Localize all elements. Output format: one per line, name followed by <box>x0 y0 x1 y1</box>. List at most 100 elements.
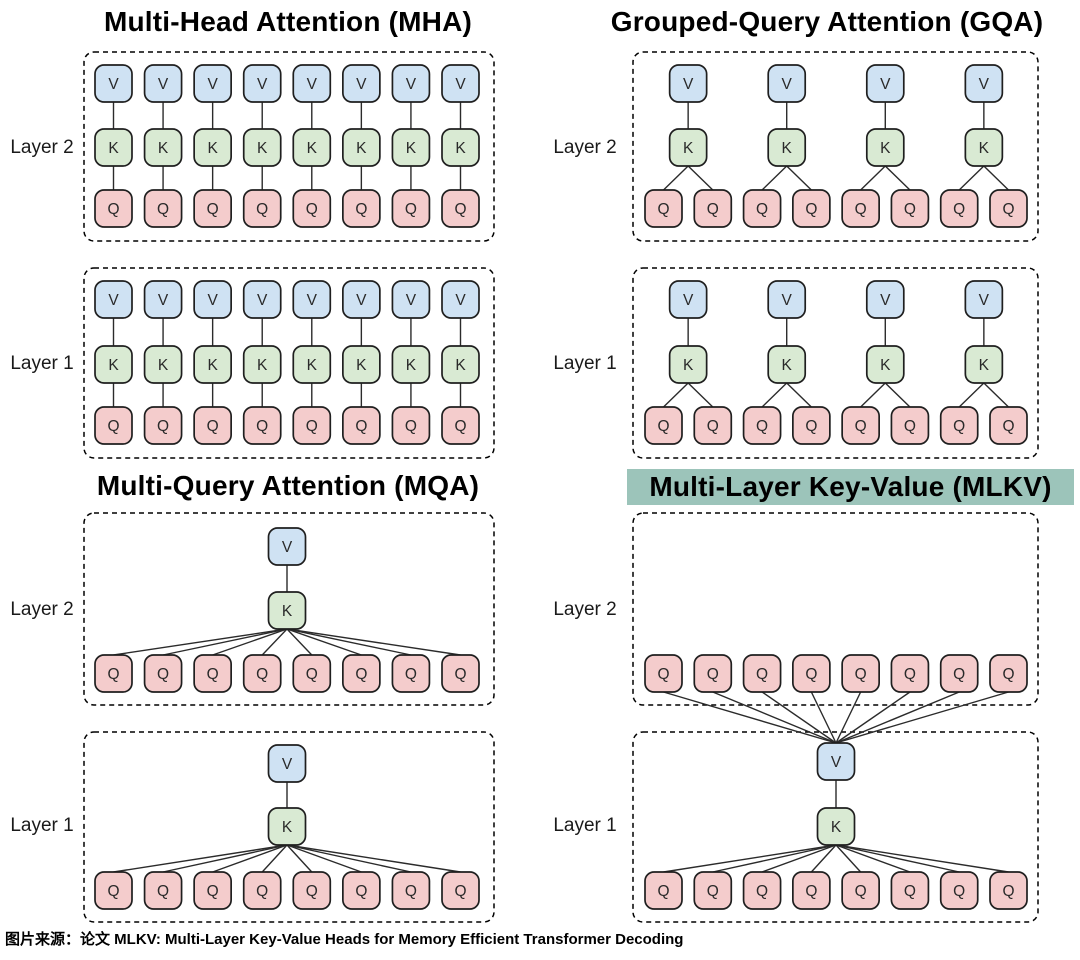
mha-layer2-box <box>83 51 495 242</box>
mha-q-node: Q <box>94 406 133 445</box>
mqa-q-node: Q <box>242 654 282 693</box>
mqa-k-node: K <box>267 591 307 630</box>
node-letter: V <box>979 292 990 309</box>
mqa-q-node: Q <box>292 871 332 910</box>
node-letter: Q <box>306 201 318 218</box>
gqa-q-node: Q <box>939 189 979 228</box>
node-letter: V <box>307 292 318 309</box>
node-letter: Q <box>405 418 417 435</box>
node-letter: V <box>455 292 466 309</box>
mqa-q-node: Q <box>143 654 183 693</box>
mlkv-layer1-label: Layer 1 <box>553 815 617 836</box>
mha-k-node: K <box>391 128 431 167</box>
mqa-q-node: Q <box>193 871 232 910</box>
gqa-kq-connector <box>884 165 911 191</box>
mha-k-node: K <box>193 345 232 384</box>
figure-source-caption: 图片来源：论文 MLKV: Multi-Layer Key-Value Head… <box>5 931 684 948</box>
node-letter: K <box>207 357 218 374</box>
mqa-kq-connector <box>162 628 288 656</box>
node-letter: K <box>880 357 891 374</box>
node-letter: V <box>282 539 293 556</box>
node-letter: Q <box>405 201 417 218</box>
mha-v-node: V <box>242 64 282 103</box>
mha-q-node: Q <box>94 189 133 228</box>
node-letter: V <box>257 292 268 309</box>
node-letter: V <box>356 292 367 309</box>
mlkv-v-node: V <box>816 742 856 781</box>
node-letter: K <box>782 357 793 374</box>
node-letter: V <box>207 76 218 93</box>
gqa-kq-connector <box>958 382 985 408</box>
mqa-q-node: Q <box>242 871 282 910</box>
mha-k-node: K <box>94 128 133 167</box>
mlkv-q-node: Q <box>890 654 930 693</box>
gqa-layer1-label: Layer 1 <box>553 353 617 374</box>
node-letter: Q <box>1002 418 1014 435</box>
node-letter: V <box>207 292 218 309</box>
node-letter: Q <box>355 418 367 435</box>
mha-q-node: Q <box>242 189 282 228</box>
node-letter: Q <box>107 201 119 218</box>
mlkv-kq-connector <box>835 844 911 873</box>
mqa-q-node: Q <box>94 654 133 693</box>
mlkv-kq-connector <box>835 844 1009 873</box>
node-letter: Q <box>657 418 669 435</box>
node-letter: Q <box>904 418 916 435</box>
node-letter: K <box>108 357 119 374</box>
gqa-kq-connector <box>761 382 788 408</box>
mha-k-node: K <box>193 128 232 167</box>
node-letter: Q <box>157 666 169 683</box>
node-letter: V <box>307 76 318 93</box>
node-letter: V <box>880 292 891 309</box>
node-letter: Q <box>855 666 867 683</box>
mha-v-node: V <box>94 280 133 319</box>
mlkv-layer2-label: Layer 2 <box>553 599 617 620</box>
mqa-kq-connector <box>286 844 461 873</box>
mlkv-cross-layer-connector <box>761 691 837 744</box>
node-letter: Q <box>953 666 965 683</box>
mha-v-node: V <box>193 280 232 319</box>
node-letter: V <box>455 76 466 93</box>
mqa-q-node: Q <box>193 654 232 693</box>
gqa-k-node: K <box>964 345 1004 384</box>
node-letter: Q <box>805 666 817 683</box>
mlkv-q-node: Q <box>693 871 733 910</box>
gqa-q-node: Q <box>841 406 880 445</box>
mqa-k-node: K <box>267 807 307 846</box>
node-letter: Q <box>454 201 466 218</box>
node-letter: K <box>683 357 694 374</box>
node-letter: Q <box>107 666 119 683</box>
panel-title-mlkv: Multi-Layer Key-Value (MLKV) <box>627 469 1074 505</box>
node-letter: Q <box>157 883 169 900</box>
gqa-v-node: V <box>767 280 807 319</box>
node-letter: V <box>257 76 268 93</box>
node-letter: V <box>831 754 842 771</box>
node-letter: K <box>880 140 891 157</box>
node-letter: Q <box>454 418 466 435</box>
node-letter: Q <box>855 418 867 435</box>
node-letter: K <box>356 140 367 157</box>
mlkv-q-node: Q <box>644 654 683 693</box>
mha-k-node: K <box>342 128 381 167</box>
gqa-kq-connector <box>663 165 689 191</box>
gqa-q-node: Q <box>989 189 1028 228</box>
node-letter: V <box>108 76 119 93</box>
mha-k-node: K <box>391 345 431 384</box>
gqa-q-node: Q <box>890 406 930 445</box>
mha-k-node: K <box>441 128 480 167</box>
mlkv-q-node: Q <box>742 654 782 693</box>
gqa-kq-connector <box>786 165 812 191</box>
node-letter: K <box>979 140 990 157</box>
mqa-kq-connector <box>286 628 313 656</box>
node-letter: Q <box>707 418 719 435</box>
node-letter: Q <box>454 883 466 900</box>
node-letter: K <box>257 140 268 157</box>
gqa-kq-connector <box>687 165 714 191</box>
gqa-q-node: Q <box>939 406 979 445</box>
node-letter: Q <box>405 883 417 900</box>
node-letter: Q <box>207 883 219 900</box>
mqa-kq-connector <box>212 628 288 656</box>
mlkv-cross-layer-connector <box>663 691 837 744</box>
mha-v-node: V <box>441 280 480 319</box>
